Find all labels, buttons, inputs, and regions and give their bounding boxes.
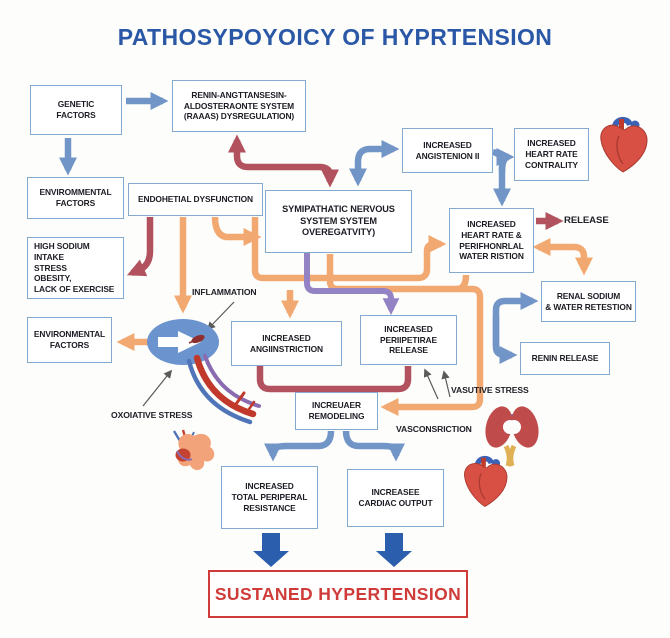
arrow-branch-contrality — [496, 147, 515, 173]
label-oxoiative-stress: OXOIATIVE STRESS — [111, 410, 193, 420]
blue-arrows — [58, 91, 539, 462]
arrow-cardiac-sustained — [376, 533, 412, 567]
solid-blue-arrows — [253, 533, 412, 567]
node-increased-heart-rate-contrality: INCREASED HEART RATE CONTRALITY — [514, 128, 589, 181]
node-lifestyle-risk-factors: HIGH SODIUM INTAKE STRESS OBESITY, LACK … — [27, 237, 124, 299]
arrow-oxoiative-pointer — [142, 369, 173, 407]
node-sympathetic-overactivity: SYMIPATHATIC NERVOUS SYSTEM SYSTEM OVERE… — [265, 190, 412, 253]
label-vasconsriction: VASCONSRICTION — [396, 424, 472, 434]
arrow-symipathatic-angistenion — [348, 139, 400, 187]
label-release: RELEASE — [564, 215, 609, 226]
arrow-heartrate-renalsodium-loop — [532, 237, 594, 276]
connector-angins-peripetirae — [256, 366, 412, 393]
arrow-heartrate-stub — [456, 274, 470, 293]
arrow-symipathatic-raas — [227, 134, 340, 188]
arrow-symipathatic-peripetirae — [304, 253, 400, 316]
page-title: PATHOSYPOYOICY OF HYPRTENSION — [117, 24, 553, 50]
node-increased-cardiac-output: INCREASEE CARDIAC OUTPUT — [347, 469, 444, 527]
node-raas-dysregulation: RENIN-ANGTTANSESIN- ALDOSTERAONTE SYSTEM… — [172, 80, 306, 132]
arrow-inflammation-pointer — [206, 301, 235, 331]
node-envirommental-factors: ENVIROMMENTAL FACTORS — [27, 177, 124, 219]
arrow-symipathatic-remodeling — [326, 254, 484, 417]
node-increased-vasoconstriction: INCREASED ANGIINSTRICTION — [231, 321, 342, 366]
node-vascular-remodeling: INCREUAER REMODELING — [295, 392, 378, 430]
arrow-resistance-sustained — [253, 533, 289, 567]
orange-arrows — [116, 216, 594, 417]
adrenal-gland-icon — [172, 429, 215, 471]
label-vasutive-stress: VASUTIVE STRESS — [451, 385, 529, 395]
arrow-endohetial-symipathatic — [211, 216, 262, 247]
arrow-vasutive-pointer-1 — [423, 368, 439, 400]
node-sustained-hypertension: SUSTANED HYPERTENSION — [208, 570, 468, 618]
node-total-peripheral-resistance: INCREASED TOTAL PERIPERAL RESISTANCE — [221, 466, 318, 529]
blood-vessel-icon — [186, 354, 261, 425]
maroon-arrows — [127, 134, 564, 393]
node-genetic-factors: GENETIC FACTORS — [30, 85, 122, 135]
arrow-angistenion-heartrate — [492, 148, 512, 207]
thin-arrows — [142, 301, 451, 407]
arrow-remodeling-resistance — [263, 430, 335, 462]
label-inflammation: INFLAMMATION — [192, 287, 257, 297]
node-renal-sodium-retention: RENAL SODIUM & WATER RETESTION — [541, 281, 636, 322]
heart-icon — [464, 455, 508, 508]
arrow-vasutive-pointer-2 — [441, 370, 451, 398]
arrow-endohetial-heartrate — [251, 217, 447, 282]
node-increased-heart-rate-water: INCREASED HEART RATE & PERIFHONRLAL WATE… — [449, 208, 534, 273]
cell-icon — [147, 319, 219, 365]
arrow-remodeling-cardiac — [342, 430, 406, 462]
arrow-to-renalsodium — [492, 291, 539, 347]
purple-arrows — [304, 253, 400, 316]
node-renin-release: RENIN RELEASE — [520, 342, 610, 375]
arrow-to-reninrelease — [492, 315, 518, 365]
node-increased-peripheral-release: INCREASED PERIIPETIRAE RELEASE — [360, 315, 457, 365]
heart-icon — [600, 117, 648, 173]
node-increased-angiotensin: INCREASED ANGISTENION II — [402, 128, 493, 173]
arrow-endohetial-highsodium — [127, 217, 154, 277]
kidney-icon — [485, 406, 539, 467]
node-endohetial-dysfunction: ENDOHETIAL DYSFUNCTION — [128, 183, 263, 216]
node-environmental-factors: ENVIRONMENTAL FACTORS — [27, 317, 112, 363]
